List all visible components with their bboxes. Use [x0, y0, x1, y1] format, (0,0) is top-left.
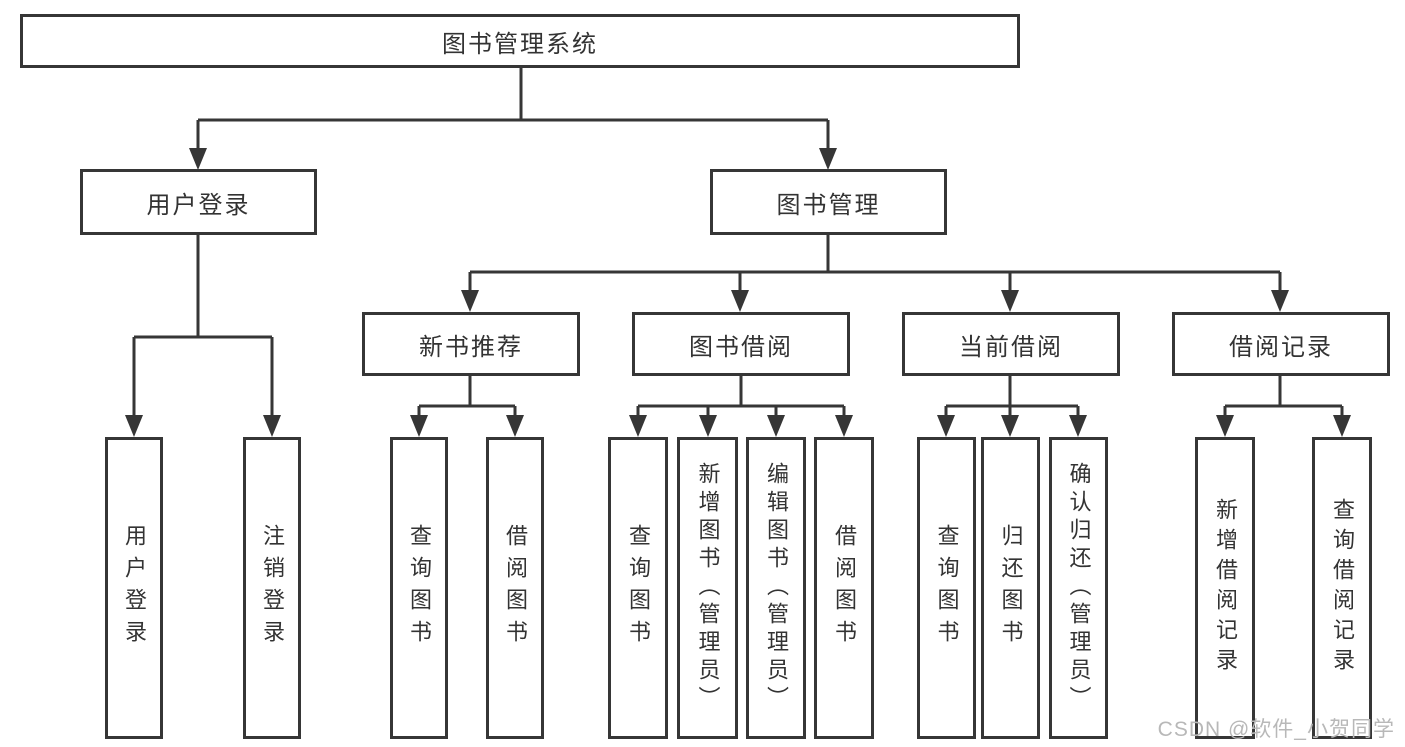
leaf-label: 新增图书（管理员） — [695, 462, 721, 714]
leaf-query-books-borrowing: 查询图书 — [608, 437, 668, 739]
leaf-label: 借阅图书 — [832, 524, 857, 652]
node-borrowing-records: 借阅记录 — [1172, 312, 1390, 376]
leaf-label: 用户登录 — [122, 524, 147, 652]
leaf-borrow-books-recommend: 借阅图书 — [486, 437, 544, 739]
node-book-borrowing: 图书借阅 — [632, 312, 850, 376]
leaf-confirm-return-admin: 确认归还（管理员） — [1049, 437, 1108, 739]
node-label: 当前借阅 — [959, 333, 1063, 361]
node-label: 新书推荐 — [419, 333, 523, 361]
leaf-query-borrow-record: 查询借阅记录 — [1312, 437, 1372, 739]
node-user-login: 用户登录 — [80, 169, 317, 235]
node-book-management: 图书管理 — [710, 169, 947, 235]
leaf-label: 注销登录 — [260, 524, 285, 652]
node-label: 用户登录 — [146, 191, 251, 219]
leaf-label: 查询图书 — [626, 524, 651, 652]
leaf-label: 查询图书 — [934, 524, 960, 652]
leaf-user-login: 用户登录 — [105, 437, 163, 739]
node-label: 图书借阅 — [689, 333, 793, 361]
arrowhead-icons — [125, 148, 1351, 437]
leaf-return-book: 归还图书 — [981, 437, 1040, 739]
connector-lines — [132, 68, 1344, 421]
leaf-label: 确认归还（管理员） — [1066, 462, 1092, 714]
leaf-label: 查询图书 — [407, 524, 432, 652]
leaf-label: 借阅图书 — [503, 524, 528, 652]
node-new-book-recommend: 新书推荐 — [362, 312, 580, 376]
leaf-label: 新增借阅记录 — [1213, 498, 1238, 678]
leaf-label: 查询借阅记录 — [1330, 498, 1355, 678]
leaf-add-borrow-record: 新增借阅记录 — [1195, 437, 1255, 739]
node-library-management-system: 图书管理系统 — [20, 14, 1020, 68]
node-label: 借阅记录 — [1229, 333, 1333, 361]
leaf-query-books-current: 查询图书 — [917, 437, 976, 739]
leaf-label: 编辑图书（管理员） — [764, 462, 789, 714]
leaf-add-book-admin: 新增图书（管理员） — [677, 437, 738, 739]
leaf-label: 归还图书 — [998, 524, 1024, 652]
leaf-borrow-books: 借阅图书 — [814, 437, 874, 739]
node-current-borrowing: 当前借阅 — [902, 312, 1120, 376]
leaf-logout: 注销登录 — [243, 437, 301, 739]
node-label: 图书管理 — [776, 191, 881, 219]
csdn-watermark: CSDN @软件_小贺同学 — [1157, 718, 1395, 741]
node-label: 图书管理系统 — [442, 30, 598, 58]
leaf-edit-book-admin: 编辑图书（管理员） — [746, 437, 806, 739]
leaf-query-books-recommend: 查询图书 — [390, 437, 448, 739]
